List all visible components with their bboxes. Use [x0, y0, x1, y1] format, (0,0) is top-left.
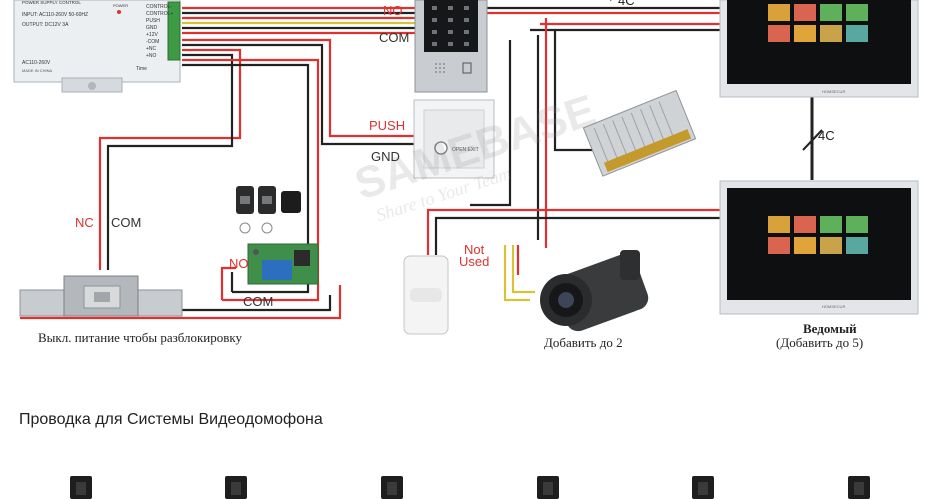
- relay-module: [247, 243, 319, 285]
- label-com-lock: COM: [111, 215, 141, 230]
- ps-time-label: Time: [136, 66, 147, 72]
- monitor-app-tile: [846, 237, 868, 254]
- master-monitor: HOMSECUR: [719, 0, 919, 98]
- caption-lock: Выкл. питание чтобы разблокировку: [38, 330, 243, 345]
- caption-camera: Добавить до 2: [544, 335, 623, 350]
- ps-terminal-label: CONTROL-: [146, 4, 172, 10]
- monitor-app-tile: [846, 25, 868, 42]
- ps-made-in: MADE IN CHINA: [22, 68, 53, 73]
- section-title: Проводка для Системы Видеодомофона: [19, 411, 323, 428]
- monitor-app-tile: [820, 25, 842, 42]
- monitor-app-tile: [794, 4, 816, 21]
- thumbnail-device[interactable]: [381, 476, 403, 499]
- caption-slave-sub: (Добавить до 5): [776, 335, 864, 350]
- monitor-app-tile: [794, 25, 816, 42]
- pir-sensor: [403, 255, 449, 335]
- monitor-app-tile: [768, 4, 790, 21]
- monitor-app-tile: [768, 237, 790, 254]
- label-com-relay: COM: [243, 294, 273, 309]
- svg-text:HOMSECUR: HOMSECUR: [822, 304, 845, 309]
- ps-terminal-label: +12V: [146, 32, 158, 38]
- electric-strike-lock: [19, 275, 183, 317]
- label-com-top: COM: [379, 30, 409, 45]
- monitor-app-tile: [846, 4, 868, 21]
- label-used: Used: [459, 254, 489, 269]
- label-no-relay: NO: [229, 256, 249, 271]
- exit-button-text: OPEN EXIT: [452, 147, 479, 153]
- thumbnail-device[interactable]: [537, 476, 559, 499]
- ps-terminal-label: +NO: [146, 53, 157, 59]
- label-no-top: NO: [383, 3, 403, 18]
- monitor-app-tile: [794, 237, 816, 254]
- monitor-app-tile: [794, 216, 816, 233]
- ps-title: POWER SUPPLY CONTROL: [22, 0, 81, 5]
- caption-slave-title: Ведомый: [803, 321, 857, 336]
- label-4c-mid: 4C: [818, 128, 835, 143]
- label-nc: NC: [75, 215, 94, 230]
- monitor-app-tile: [768, 25, 790, 42]
- ps-terminal-label: -COM: [146, 39, 159, 45]
- ps-input: INPUT: AC110-260V 50-60HZ: [22, 12, 88, 18]
- thumbnail-device[interactable]: [70, 476, 92, 499]
- power-supply: POWER SUPPLY CONTROL INPUT: AC110-260V 5…: [13, 0, 181, 93]
- label-4c-top: 4C: [618, 0, 635, 8]
- label-gnd: GND: [371, 149, 400, 164]
- thumbnail-device[interactable]: [225, 476, 247, 499]
- bullet-camera: [540, 250, 649, 332]
- ps-voltage: AC110-260V: [22, 60, 51, 66]
- ps-power-label: POWER: [113, 3, 128, 8]
- thumbnail-device[interactable]: [848, 476, 870, 499]
- remote-controls: [236, 186, 301, 234]
- switching-psu: [582, 89, 697, 177]
- monitor-app-tile: [820, 237, 842, 254]
- monitor-app-tile: [820, 4, 842, 21]
- ps-terminal-label: PUSH: [146, 18, 160, 24]
- slave-monitor: HOMSECUR: [719, 180, 919, 315]
- ps-terminal-label: CONTROL+: [146, 11, 173, 17]
- exit-button: OPEN EXIT: [413, 99, 495, 179]
- ps-terminal-label: +NC: [146, 46, 157, 52]
- monitor-app-tile: [768, 216, 790, 233]
- monitor-app-tile: [846, 216, 868, 233]
- outdoor-station: [414, 0, 488, 93]
- svg-text:HOMSECUR: HOMSECUR: [822, 89, 845, 94]
- label-not: Not: [464, 242, 485, 257]
- monitor-app-tile: [820, 216, 842, 233]
- thumbnail-device[interactable]: [692, 476, 714, 499]
- ps-terminal-label: GND: [146, 25, 158, 31]
- label-push: PUSH: [369, 118, 405, 133]
- ps-output: OUTPUT: DC12V 3A: [22, 22, 69, 28]
